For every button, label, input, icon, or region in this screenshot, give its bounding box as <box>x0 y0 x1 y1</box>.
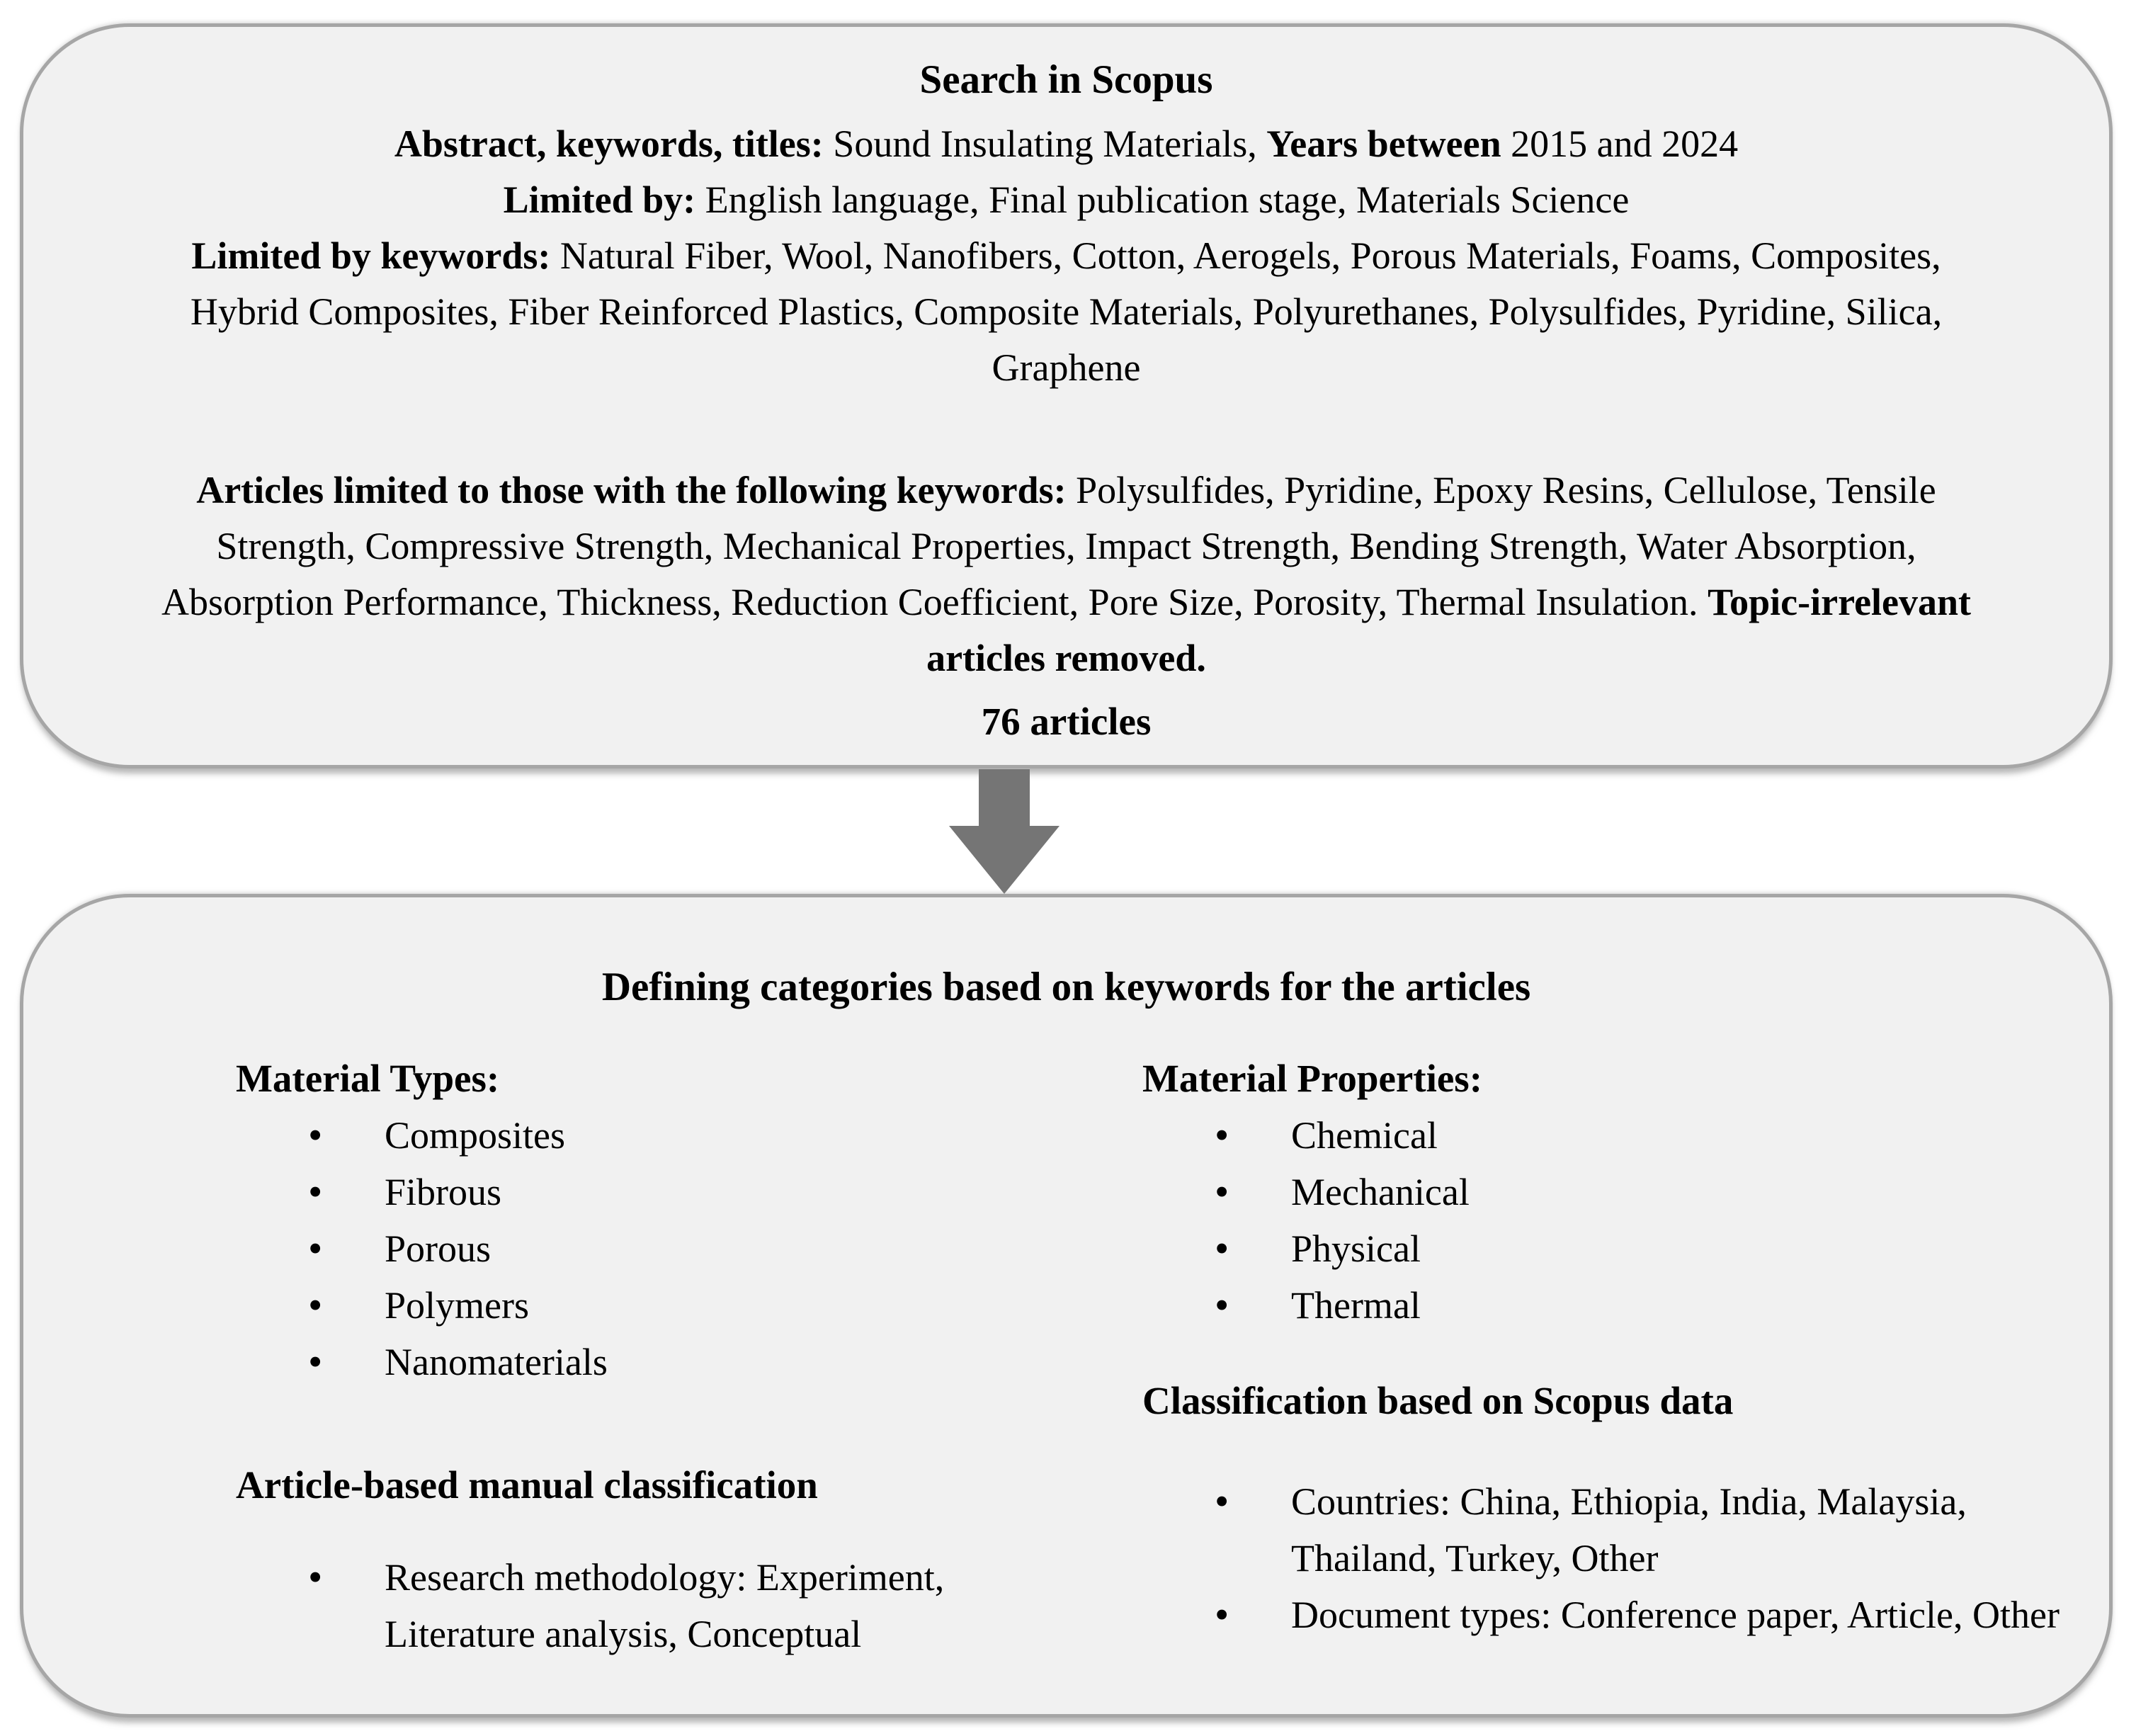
list-item: Polymers <box>236 1277 1089 1334</box>
left-column: Material Types: Composites Fibrous Porou… <box>23 1050 1089 1662</box>
articles-keywords-paragraph: Articles limited to those with the follo… <box>142 463 1990 686</box>
list-item: Porous <box>236 1220 1089 1277</box>
defining-categories-box: Defining categories based on keywords fo… <box>20 894 2113 1718</box>
manual-classification-list: Research methodology: Experiment, Litera… <box>236 1549 1089 1662</box>
list-item: Chemical <box>1142 1107 2060 1164</box>
article-count: 76 articles <box>981 700 1152 743</box>
list-item: Document types: Conference paper, Articl… <box>1142 1587 2060 1643</box>
list-item: Physical <box>1142 1220 2060 1277</box>
bottom-box-title: Defining categories based on keywords fo… <box>601 965 1531 1009</box>
right-column: Material Properties: Chemical Mechanical… <box>1089 1050 2109 1643</box>
topic-irrelevant-note: Topic-irrelevant articles removed. <box>926 581 1972 679</box>
scopus-classification-list: Countries: China, Ethiopia, India, Malay… <box>1142 1473 2060 1643</box>
categories-columns: Material Types: Composites Fibrous Porou… <box>23 1050 2109 1662</box>
abstract-keywords-titles-label: Abstract, keywords, titles: <box>394 123 824 165</box>
limited-by-keywords-paragraph: Limited by keywords: Natural Fiber, Wool… <box>142 228 1990 396</box>
scopus-classification-header: Classification based on Scopus data <box>1142 1379 1734 1422</box>
years-between-value: 2015 and 2024 <box>1501 123 1739 165</box>
list-item: Composites <box>236 1107 1089 1164</box>
list-item: Thermal <box>1142 1277 2060 1334</box>
material-types-header: Material Types: <box>236 1057 500 1100</box>
manual-classification-header: Article-based manual classification <box>236 1463 818 1507</box>
list-item: Countries: China, Ethiopia, India, Malay… <box>1142 1473 2060 1587</box>
top-box-title: Search in Scopus <box>919 57 1213 102</box>
list-item: Research methodology: Experiment, Litera… <box>236 1549 1089 1662</box>
criteria-line: Abstract, keywords, titles: Sound Insula… <box>142 116 1990 172</box>
limited-by-keywords-value: Natural Fiber, Wool, Nanofibers, Cotton,… <box>190 234 1943 389</box>
abstract-keywords-titles-value: Sound Insulating Materials, <box>823 123 1267 165</box>
articles-keywords-label: Articles limited to those with the follo… <box>196 469 1067 511</box>
list-item: Mechanical <box>1142 1164 2060 1220</box>
years-between-label: Years between <box>1266 123 1501 165</box>
list-item: Nanomaterials <box>236 1334 1089 1390</box>
list-item: Fibrous <box>236 1164 1089 1220</box>
material-properties-list: Chemical Mechanical Physical Thermal <box>1142 1107 2060 1334</box>
limited-by-keywords-label: Limited by keywords: <box>191 234 551 277</box>
down-arrow-icon <box>949 769 1060 894</box>
limited-by-label: Limited by: <box>503 178 696 221</box>
limited-by-line: Limited by: English language, Final publ… <box>142 172 1990 228</box>
material-properties-header: Material Properties: <box>1142 1057 1483 1100</box>
material-types-list: Composites Fibrous Porous Polymers Nanom… <box>236 1107 1089 1390</box>
articles-keywords-value: Polysulfides, Pyridine, Epoxy Resins, Ce… <box>161 469 1936 623</box>
search-in-scopus-box: Search in Scopus Abstract, keywords, tit… <box>20 23 2113 768</box>
limited-by-value: English language, Final publication stag… <box>695 178 1630 221</box>
